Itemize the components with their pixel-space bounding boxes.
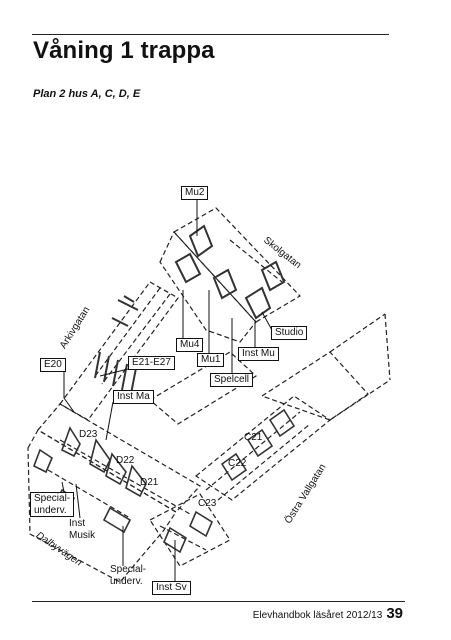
room-spelcell: Spelcell bbox=[210, 373, 254, 387]
a-rooms bbox=[174, 224, 286, 320]
room-studio: Studio bbox=[271, 326, 308, 340]
page-footer: Elevhandbok läsåret 2012/13 39 bbox=[253, 605, 403, 622]
room-d21: D21 bbox=[140, 477, 159, 488]
wing-right bbox=[260, 313, 391, 421]
e-rooms bbox=[94, 295, 139, 395]
room-special-left-line1: Special- bbox=[34, 493, 71, 504]
page-number: 39 bbox=[386, 605, 403, 622]
room-c23: C23 bbox=[198, 498, 217, 509]
top-rule bbox=[32, 34, 389, 35]
bottom-rooms bbox=[162, 510, 214, 554]
page-title: Våning 1 trappa bbox=[33, 37, 215, 64]
bottom-rule bbox=[32, 601, 405, 602]
room-e20: E20 bbox=[40, 358, 66, 372]
d-rooms bbox=[32, 426, 147, 534]
room-mu2: Mu2 bbox=[181, 186, 209, 200]
room-d23: D23 bbox=[79, 429, 98, 440]
wing-a bbox=[159, 207, 301, 343]
room-inst-musik: Inst Musik bbox=[69, 518, 95, 541]
room-inst-musik-line2: Musik bbox=[69, 529, 96, 541]
wing-middle bbox=[148, 351, 257, 425]
c-rooms bbox=[220, 408, 296, 482]
room-inst-ma: Inst Ma bbox=[113, 390, 154, 404]
room-special-bottom: Special- underv. bbox=[110, 564, 146, 587]
room-special-left: Special- underv. bbox=[30, 492, 75, 517]
plan-subtitle: Plan 2 hus A, C, D, E bbox=[33, 88, 141, 100]
wing-bottom bbox=[149, 493, 231, 567]
room-inst-musik-line1: Inst bbox=[69, 518, 86, 529]
room-inst-sv: Inst Sv bbox=[152, 581, 191, 595]
room-c22: C22 bbox=[228, 458, 247, 469]
room-d22: D22 bbox=[116, 455, 135, 466]
room-c21: C21 bbox=[244, 432, 263, 443]
wing-e bbox=[59, 281, 179, 421]
room-inst-mu: Inst Mu bbox=[238, 347, 279, 361]
room-special-bottom-line1: Special- bbox=[110, 564, 147, 575]
leader-lines bbox=[61, 199, 274, 583]
room-special-left-line2: underv. bbox=[34, 504, 67, 516]
room-mu1: Mu1 bbox=[197, 353, 225, 367]
room-e21-e27: E21-E27 bbox=[128, 356, 175, 370]
wing-d bbox=[27, 403, 201, 583]
room-mu4: Mu4 bbox=[176, 338, 204, 352]
footer-text: Elevhandbok läsåret 2012/13 bbox=[252, 610, 383, 621]
room-special-bottom-line2: underv. bbox=[110, 575, 143, 587]
